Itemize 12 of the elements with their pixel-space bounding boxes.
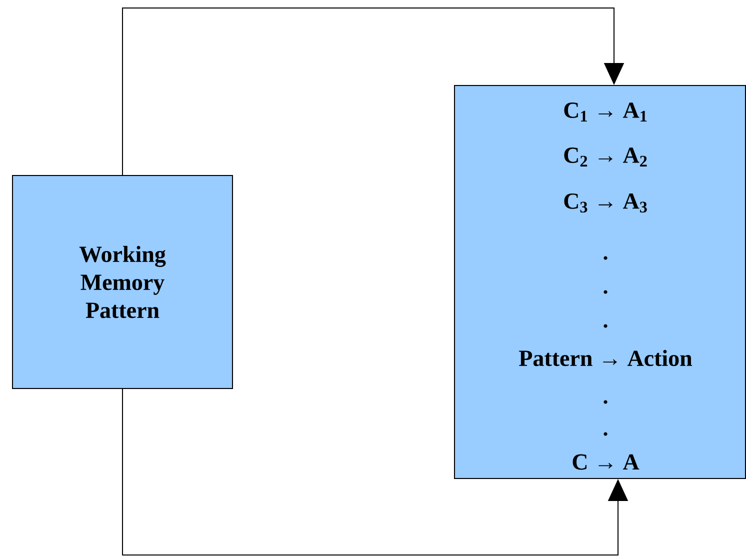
ellipsis-dot: . [604, 324, 608, 328]
rule-text: C → A [572, 454, 640, 470]
ellipsis-dot: . [604, 290, 608, 294]
ellipsis-dot: . [604, 256, 608, 260]
rule-text: C$_{3}$ → A$_{3}$ [564, 193, 647, 213]
rule-text: C$_{2}$ → A$_{2}$ [564, 148, 647, 166]
rule-text: Pattern → Action [519, 350, 692, 366]
ellipsis-dot: . [604, 400, 608, 404]
ellipsis-dot: . [604, 432, 608, 436]
rule-text: C$_{1}$ → A$_{1}$ [564, 102, 647, 122]
arrow [122, 8, 624, 176]
memory-box: Working Memory Pattern [12, 175, 233, 389]
